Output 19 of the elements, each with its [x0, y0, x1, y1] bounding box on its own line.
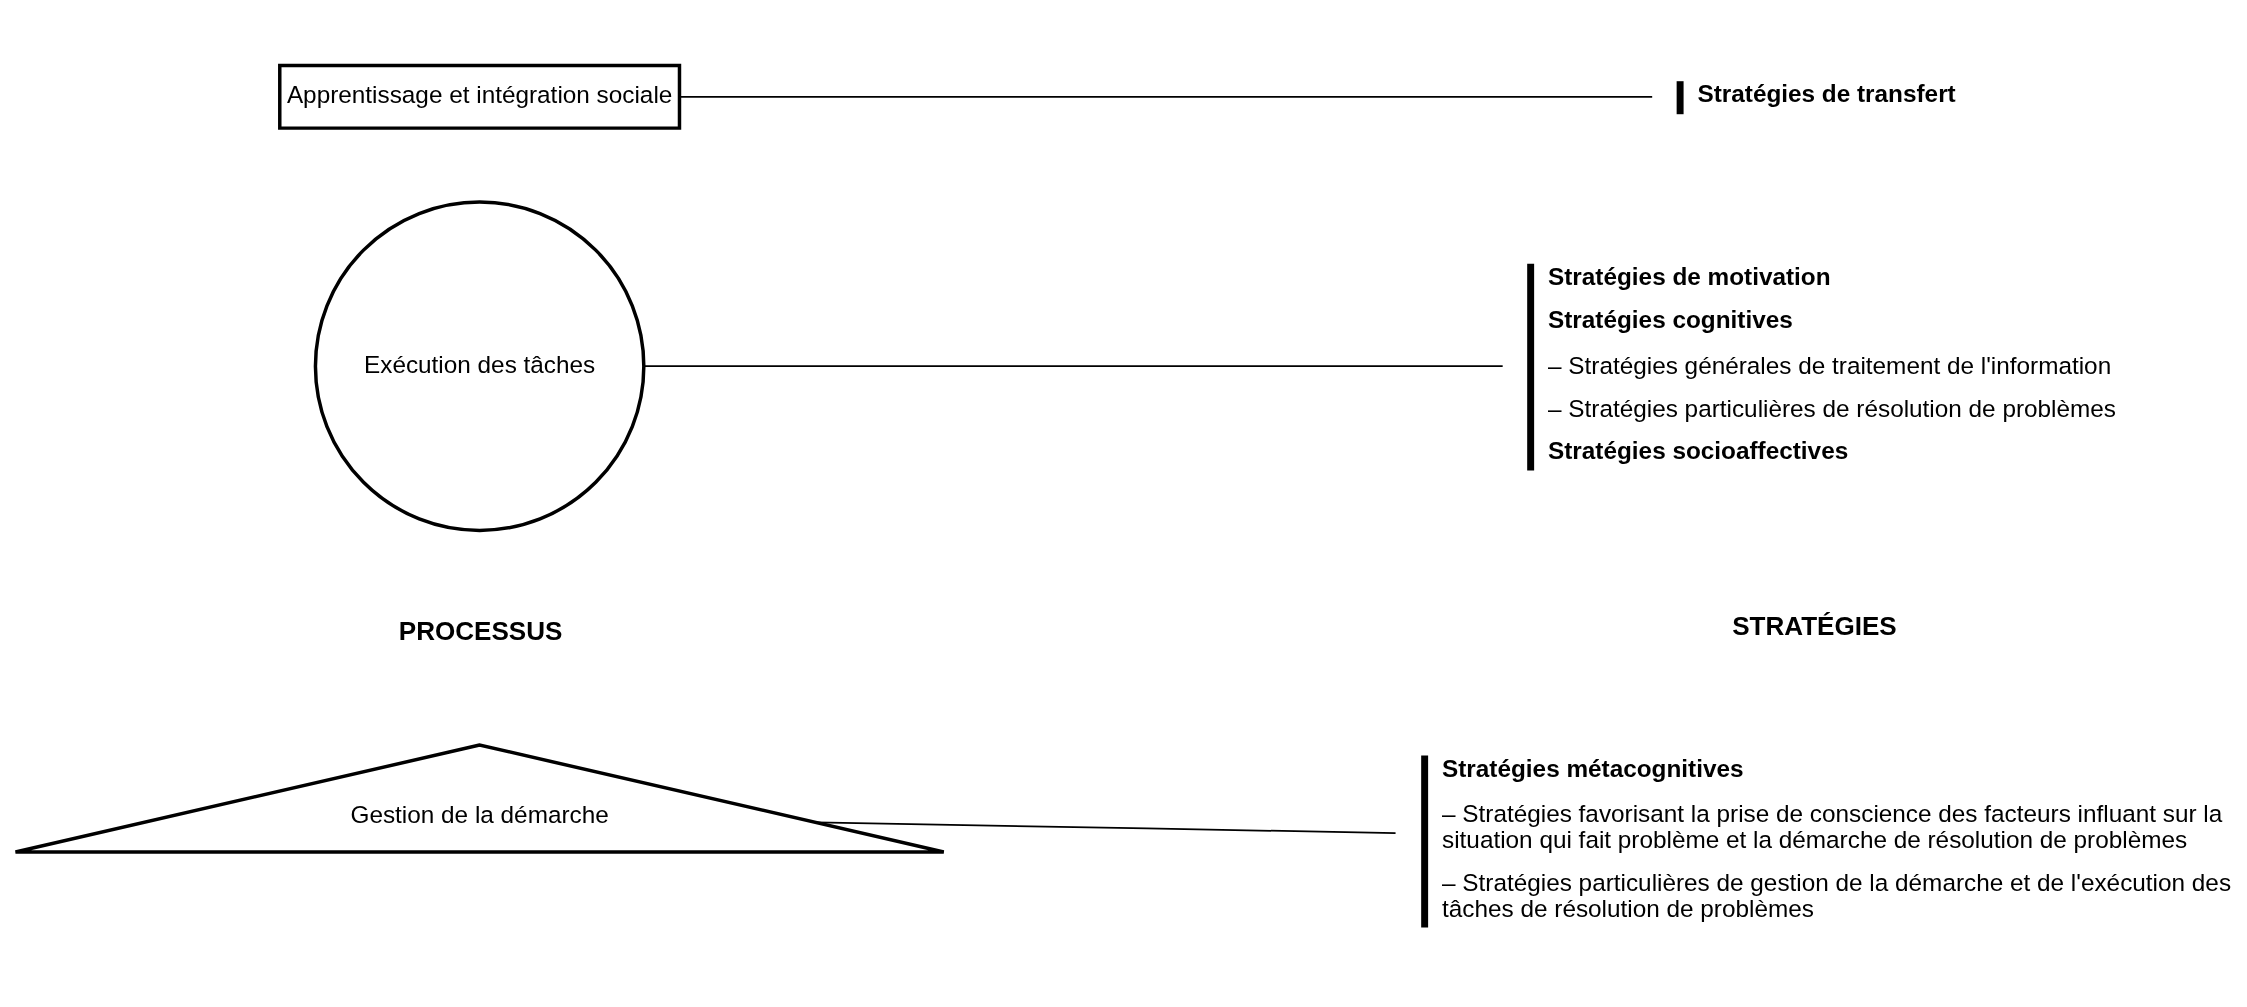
node-label: – Stratégies favorisant la prise de conscience des facteurs influant sur la situation qui fait problème et la démarche de résolution de problèmes [1442, 799, 2223, 853]
node-label: – Stratégies particulières de résolution de problèmes [1548, 394, 2117, 422]
node-box [1527, 263, 1535, 471]
node-label: Stratégies de transfert [1697, 80, 1956, 108]
node-label: – Stratégies générales de traitement de l'information [1548, 351, 2112, 379]
node-label: Stratégies socioaffectives [1548, 436, 1849, 464]
connector [643, 365, 1504, 368]
connector [679, 95, 1654, 98]
node-label: Stratégies cognitives [1548, 306, 1793, 334]
label: STRATÉGIES [1732, 610, 1897, 641]
node-box: Apprentissage et intégration sociale [278, 63, 682, 130]
node-box [1421, 755, 1429, 928]
node-circle: Exécution des tâches [313, 200, 646, 533]
label: PROCESSUS [398, 615, 563, 646]
node-label: – Stratégies particulières de gestion de la démarche et de l'exécution des tâches de résolution de problèmes [1442, 869, 2232, 923]
node-label: Stratégies de motivation [1548, 262, 1831, 290]
node-box [1676, 81, 1684, 115]
connector [815, 821, 1397, 834]
node-label: Stratégies métacognitives [1442, 754, 1744, 782]
